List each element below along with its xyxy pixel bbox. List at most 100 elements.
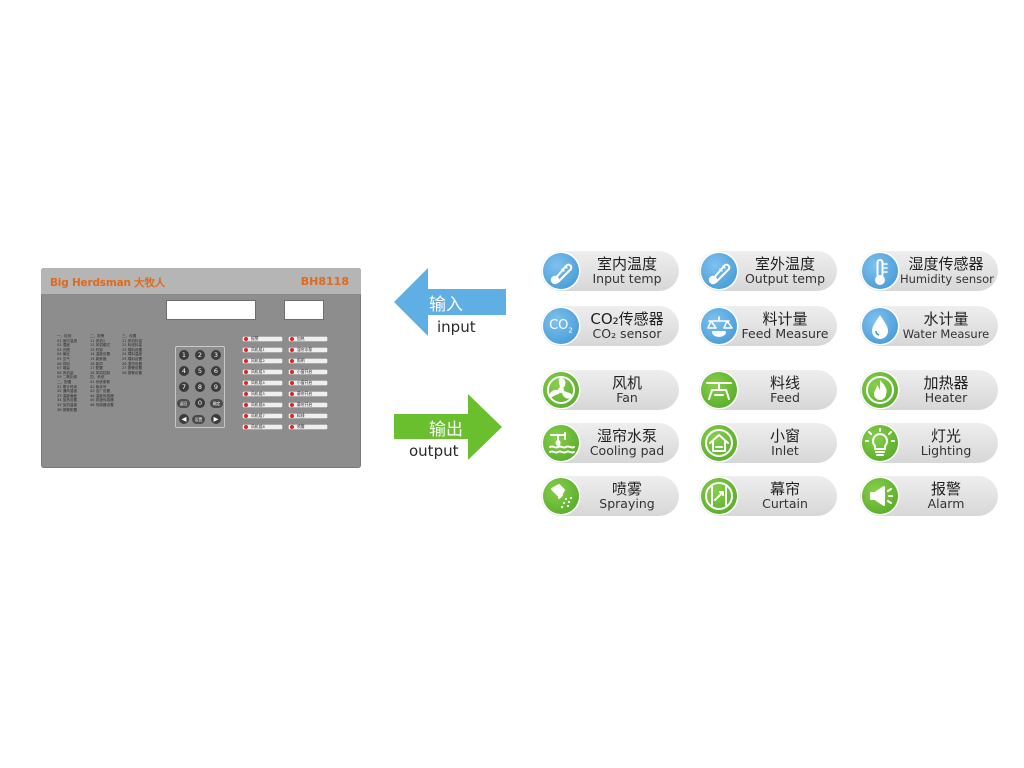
status-led	[290, 359, 294, 363]
keypad-key[interactable]: 9	[211, 382, 221, 392]
output-switch[interactable]: 风机组1	[242, 347, 283, 353]
parameter-item: 44 温度传感器	[90, 393, 114, 398]
output-switch-label: 风机组3	[251, 369, 265, 374]
parameter-item: 08 风机量	[57, 370, 74, 375]
status-led	[244, 425, 248, 429]
output-switch[interactable]: 风机组5	[242, 391, 283, 397]
panel-header: Big Herdsman 大牧人 BH8118	[41, 268, 361, 295]
output-label-cn: 湿帘水泵	[596, 427, 657, 445]
parameter-item: 14 温度设置	[90, 352, 111, 357]
output-switch-label: 风机组1	[251, 347, 265, 352]
parameter-item: 15 新鲜度	[90, 356, 107, 361]
parameter-item: 46 传感器设置	[90, 402, 114, 407]
output-switch[interactable]: 报警	[242, 336, 283, 342]
keypad-key[interactable]: 5	[195, 366, 205, 376]
output-label-cn: 小窗	[769, 427, 800, 445]
output-label-en: Cooling pad	[589, 443, 665, 458]
output-switch[interactable]: 加热	[288, 336, 328, 342]
lcd-display-main	[166, 300, 256, 320]
output-label-cn: 加热器	[923, 374, 969, 392]
output-switch[interactable]: 风机组3	[242, 369, 283, 375]
output-switch-label: 照明	[297, 358, 305, 363]
status-led	[290, 414, 294, 418]
status-led	[290, 392, 294, 396]
keypad-key[interactable]: 返回	[177, 399, 190, 408]
keypad-key[interactable]: 1	[179, 350, 189, 360]
keypad-key[interactable]: 8	[195, 382, 205, 392]
parameter-item: 34 加热设置	[57, 398, 78, 403]
parameter-item: 09 二氧化碳	[57, 375, 78, 380]
output-switch[interactable]: 风机组2	[242, 358, 283, 364]
keypad-key[interactable]: 确定	[210, 399, 223, 408]
output-switch[interactable]: 小窗开启	[288, 369, 328, 375]
parameter-item: 二、报警	[90, 334, 105, 338]
lcd-display-side	[284, 300, 324, 320]
keypad-key[interactable]: 设置	[192, 415, 205, 424]
alarm-megaphone-icon	[862, 478, 898, 514]
keypad-key[interactable]: 6	[211, 366, 221, 376]
input-label-en: Output temp	[744, 271, 826, 286]
output-switch[interactable]: 风机组6	[242, 402, 283, 408]
output-switch[interactable]: 喷雾	[288, 424, 328, 430]
output-switch[interactable]: 风机组7	[242, 413, 283, 419]
status-led	[244, 392, 248, 396]
output-switch[interactable]: 幕帘开启	[288, 402, 328, 408]
parameter-item: 22 料线料量	[122, 343, 143, 348]
output-label-cn: 料线	[769, 374, 800, 392]
parameter-item: 43 出厂设置	[90, 389, 111, 394]
status-led	[244, 381, 248, 385]
output-switch-label: 风机组4	[251, 380, 265, 385]
input-label-cn: CO₂传感器	[590, 310, 664, 328]
keypad-key[interactable]: 2	[195, 350, 205, 360]
output-switch[interactable]: 料线	[288, 413, 328, 419]
keypad-key[interactable]: 3	[211, 350, 221, 360]
output-switch-label: 风机组6	[251, 402, 265, 407]
status-led	[290, 337, 294, 341]
output-switch-label: 小窗开启	[297, 380, 313, 385]
output-switch-label: 报警	[251, 336, 259, 341]
parameter-item: 07 增量	[57, 366, 70, 371]
output-switch[interactable]: 风机组4	[242, 380, 283, 386]
flame-icon	[862, 372, 898, 408]
status-led	[244, 348, 248, 352]
output-switch-label: 小窗开启	[297, 369, 313, 374]
parameter-item: 16 新风	[90, 361, 103, 366]
keypad-key[interactable]: ▶	[211, 414, 221, 424]
output-switch[interactable]: 风机组8	[242, 424, 283, 430]
keypad-key[interactable]: ◀	[179, 414, 189, 424]
status-led	[290, 370, 294, 374]
output-label-en: output	[409, 442, 459, 460]
output-label-cn: 喷雾	[611, 480, 642, 498]
keypad-key[interactable]: 0	[195, 398, 205, 408]
output-switch-label: 湿帘水泵	[297, 347, 313, 352]
output-label-en: Inlet	[771, 443, 799, 458]
parameter-item: 36 报警配置	[57, 407, 78, 412]
status-led	[244, 359, 248, 363]
input-label-cn: 料计量	[762, 310, 808, 328]
output-label-en: Spraying	[599, 496, 655, 511]
parameter-item: 11 风机1	[90, 338, 106, 343]
output-switch[interactable]: 湿帘水泵	[288, 347, 328, 353]
keypad-key[interactable]: 4	[179, 366, 189, 376]
water-drop-icon	[862, 308, 898, 344]
keypad-key[interactable]: 7	[179, 382, 189, 392]
output-label-en: Lighting	[920, 443, 972, 458]
parameter-item: 41 系统参数	[90, 379, 111, 384]
output-switch-label: 幕帘开启	[297, 402, 313, 407]
output-label-en: Feed	[770, 390, 800, 405]
status-led	[290, 403, 294, 407]
output-switch[interactable]: 照明	[288, 358, 328, 364]
output-switch[interactable]: 小窗开启	[288, 380, 328, 386]
parameter-item: 02 湿度	[57, 343, 70, 348]
output-switch[interactable]: 幕帘开启	[288, 391, 328, 397]
output-switch-label: 风机组2	[251, 358, 265, 363]
